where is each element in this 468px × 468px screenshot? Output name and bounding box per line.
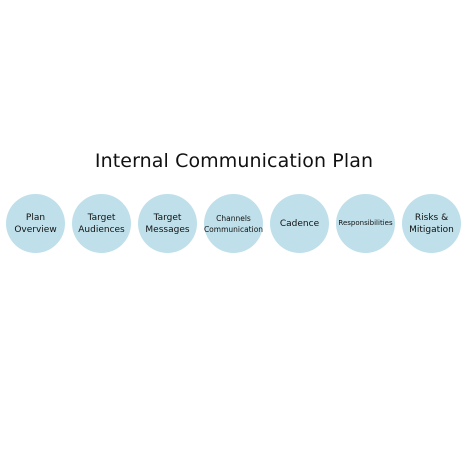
node-label: Responsibilities — [338, 219, 393, 227]
node-responsibilities: Responsibilities — [336, 194, 395, 253]
node-label: Risks & Mitigation — [409, 212, 454, 235]
node-cadence: Cadence — [270, 194, 329, 253]
node-label: Channels Communication — [203, 213, 264, 234]
node-target-audiences: Target Audiences — [72, 194, 131, 253]
node-plan-overview: Plan Overview — [6, 194, 65, 253]
node-target-messages: Target Messages — [138, 194, 197, 253]
node-channels-communication: Channels Communication — [204, 194, 263, 253]
node-label: Target Audiences — [78, 212, 125, 235]
node-label: Plan Overview — [14, 212, 57, 235]
diagram-title: Internal Communication Plan — [94, 150, 374, 172]
node-label: Cadence — [279, 218, 320, 229]
node-label: Target Messages — [145, 212, 190, 235]
node-risks-mitigation: Risks & Mitigation — [402, 194, 461, 253]
process-node-row: Plan Overview Target Audiences Target Me… — [6, 194, 464, 254]
